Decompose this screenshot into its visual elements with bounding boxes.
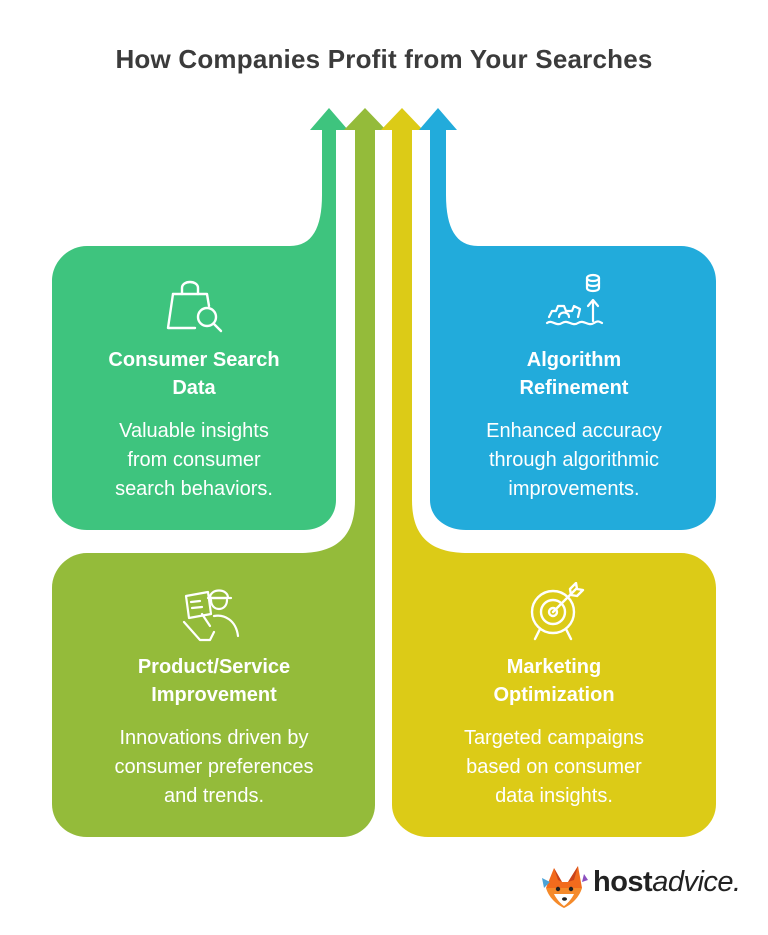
title-line: Consumer Search xyxy=(108,349,280,371)
desc-line: and trends. xyxy=(163,785,265,807)
title-line: Data xyxy=(172,377,216,399)
desc-line: search behaviors. xyxy=(115,478,273,500)
marketing-optimization-description: Targeted campaigns based on consumer dat… xyxy=(400,724,708,811)
desc-line: data insights. xyxy=(495,785,613,807)
title-line: Refinement xyxy=(519,377,629,399)
algorithm-refinement-title: Algorithm Refinement xyxy=(440,346,708,402)
desc-line: through algorithmic xyxy=(488,449,660,471)
hostadvice-logo: hostadvice. xyxy=(593,866,741,899)
desc-line: improvements. xyxy=(508,478,640,500)
worker-checklist-icon xyxy=(182,589,240,642)
consumer-search-data-description: Valuable insights from consumer search b… xyxy=(60,417,328,504)
algorithm-refinement-description: Enhanced accuracy through algorithmic im… xyxy=(440,417,708,504)
desc-line: Targeted campaigns xyxy=(463,727,645,749)
algorithm-refinement-card-shape xyxy=(419,108,716,530)
title-line: Marketing xyxy=(506,656,602,678)
shopping-bag-search-icon xyxy=(166,280,223,333)
desc-line: Valuable insights xyxy=(119,420,269,442)
consumer-search-data-card-shape xyxy=(52,108,348,530)
desc-line: Innovations driven by xyxy=(119,727,309,749)
consumer-search-data-title: Consumer Search Data xyxy=(60,346,328,402)
marketing-optimization-card-shape xyxy=(381,108,716,837)
desc-line: from consumer xyxy=(127,449,261,471)
logo-italic-text: advice. xyxy=(652,866,741,898)
title-line: Improvement xyxy=(151,684,277,706)
product-service-improvement-card-shape xyxy=(52,108,386,837)
target-arrow-icon xyxy=(530,582,585,641)
logo-bold-text: host xyxy=(593,866,653,898)
product-service-improvement-description: Innovations driven by consumer preferenc… xyxy=(60,724,368,811)
marketing-optimization-title: Marketing Optimization xyxy=(400,653,708,709)
title-line: Product/Service xyxy=(137,656,291,678)
database-gear-icon xyxy=(545,273,604,326)
desc-line: consumer preferences xyxy=(114,756,314,778)
desc-line: based on consumer xyxy=(466,756,642,778)
fox-mascot-icon xyxy=(542,866,588,908)
page-title: How Companies Profit from Your Searches xyxy=(115,44,653,74)
product-service-improvement-title: Product/Service Improvement xyxy=(60,653,368,709)
title-line: Optimization xyxy=(493,684,615,706)
desc-line: Enhanced accuracy xyxy=(486,420,662,442)
title-line: Algorithm xyxy=(526,349,622,371)
